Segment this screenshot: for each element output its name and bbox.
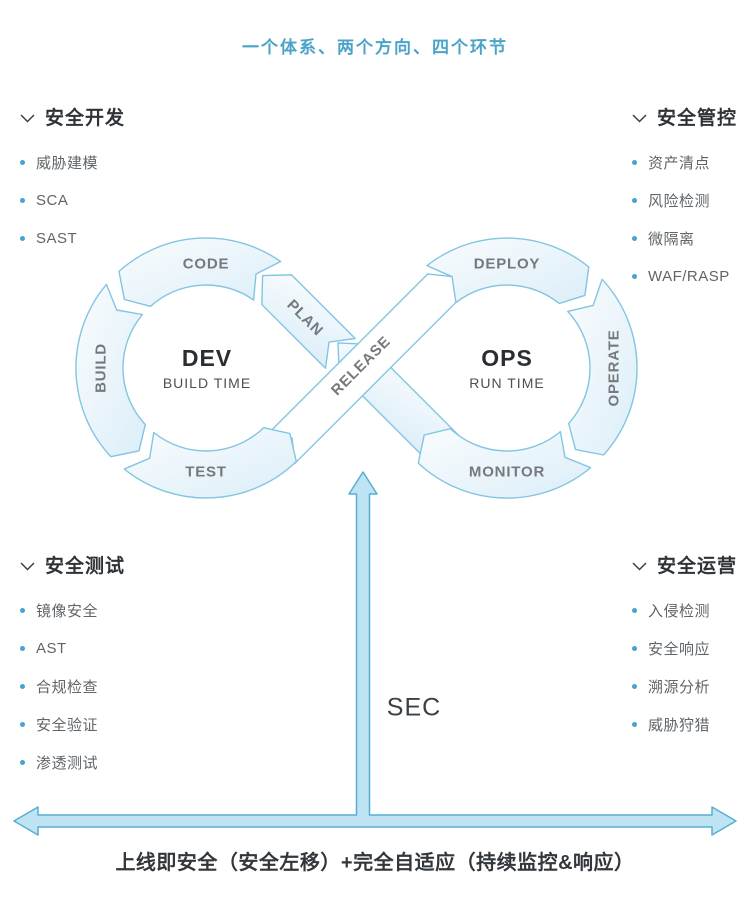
list-item: SAST (20, 229, 98, 247)
list-item-label: 溯源分析 (648, 678, 711, 696)
seg-code (118, 237, 282, 307)
list-item: SCA (20, 191, 98, 209)
list-item: 入侵检测 (632, 602, 711, 620)
list-item: 渗透测试 (20, 754, 99, 772)
list-item-label: SCA (36, 191, 69, 209)
stage-operate: OPERATE (605, 329, 623, 407)
list-item: 风险检测 (632, 192, 730, 210)
list-item: WAF/RASP (632, 267, 730, 285)
section-security-operation: 安全运营 入侵检测 安全响应 溯源分析 威胁狩猎 (632, 551, 750, 734)
seg-test (123, 427, 297, 499)
section-heading: 安全运营 (632, 551, 750, 578)
list-item-label: SAST (36, 229, 78, 247)
bullet-icon (632, 197, 637, 203)
list-item-label: 威胁狩猎 (648, 716, 711, 734)
dev-center: DEV BUILD TIME (163, 345, 251, 391)
sec-label: SEC (386, 693, 442, 722)
list-item: 资产清点 (632, 154, 730, 172)
bullet-icon (632, 645, 637, 651)
page-title: 一个体系、两个方向、四个环节 (242, 38, 508, 57)
stage-monitor: MONITOR (468, 463, 546, 481)
stage-code: CODE (182, 255, 230, 273)
chevron-down-icon (632, 561, 647, 571)
list-item-label: 资产清点 (648, 154, 711, 172)
list-item-label: 安全响应 (648, 640, 711, 658)
section-item-list: 镜像安全 AST 合规检查 安全验证 渗透测试 (20, 602, 98, 792)
stage-test: TEST (185, 463, 227, 481)
list-item: 威胁建模 (20, 154, 99, 172)
section-heading: 安全测试 (20, 551, 210, 578)
list-item-label: 安全验证 (36, 716, 99, 734)
list-item-label: 微隔离 (648, 230, 695, 248)
section-item-list: 入侵检测 安全响应 溯源分析 威胁狩猎 (632, 602, 710, 754)
caption: 上线即安全（安全左移）+完全自适应（持续监控&响应） (115, 852, 635, 874)
list-item-label: 入侵检测 (648, 602, 711, 620)
list-item: 镜像安全 (20, 602, 99, 620)
list-item-label: 渗透测试 (36, 754, 99, 772)
section-heading-label: 安全运营 (657, 556, 738, 577)
seg-deploy (426, 237, 590, 305)
ops-center: OPS RUN TIME (469, 345, 544, 391)
section-heading: 安全管控 (632, 103, 750, 130)
list-item: 威胁狩猎 (632, 716, 711, 734)
ops-subtitle: RUN TIME (469, 375, 545, 391)
bullet-icon (20, 159, 25, 165)
bullet-icon (632, 683, 637, 689)
section-security-development: 安全开发 威胁建模 SCA SAST (20, 103, 210, 247)
section-heading-label: 安全管控 (657, 108, 738, 129)
section-item-list: 威胁建模 SCA SAST (20, 154, 98, 268)
bullet-icon (632, 159, 637, 165)
section-heading-label: 安全开发 (45, 108, 126, 129)
list-item: 合规检查 (20, 678, 99, 696)
list-item-label: WAF/RASP (648, 267, 730, 285)
seg-operate (567, 278, 638, 456)
list-item: AST (20, 639, 98, 657)
list-item: 安全验证 (20, 716, 99, 734)
bullet-icon (20, 607, 25, 613)
bullet-icon (632, 235, 637, 241)
seg-build (75, 283, 146, 458)
list-item: 溯源分析 (632, 678, 711, 696)
list-item: 安全响应 (632, 640, 711, 658)
list-item-label: AST (36, 639, 67, 657)
section-item-list: 资产清点 风险检测 微隔离 WAF/RASP (632, 154, 730, 306)
bullet-icon (20, 759, 25, 765)
ops-title: OPS (481, 345, 533, 371)
bullet-icon (20, 235, 25, 241)
section-security-testing: 安全测试 镜像安全 AST 合规检查 安全验证 渗透测试 (20, 551, 210, 772)
list-item-label: 风险检测 (648, 192, 711, 210)
dev-subtitle: BUILD TIME (162, 375, 252, 391)
plan-arrow (261, 274, 356, 369)
bullet-icon (632, 273, 637, 279)
chevron-down-icon (632, 113, 647, 123)
list-item-label: 合规检查 (36, 678, 99, 696)
bullet-icon (632, 721, 637, 727)
stage-deploy: DEPLOY (473, 255, 541, 273)
bullet-icon (20, 683, 25, 689)
section-heading-label: 安全测试 (45, 556, 126, 577)
bullet-icon (632, 607, 637, 613)
seg-monitor (417, 428, 592, 499)
section-heading: 安全开发 (20, 103, 210, 130)
bullet-icon (20, 645, 25, 651)
list-item-label: 威胁建模 (36, 154, 99, 172)
dev-title: DEV (181, 345, 233, 371)
bullet-icon (20, 721, 25, 727)
chevron-down-icon (20, 561, 35, 571)
bullet-icon (20, 197, 25, 203)
list-item-label: 镜像安全 (36, 602, 99, 620)
sec-arrows (13, 471, 737, 836)
stage-build: BUILD (92, 343, 110, 393)
chevron-down-icon (20, 113, 35, 123)
section-security-control: 安全管控 资产清点 风险检测 微隔离 WAF/RASP (632, 103, 750, 285)
list-item: 微隔离 (632, 230, 730, 248)
